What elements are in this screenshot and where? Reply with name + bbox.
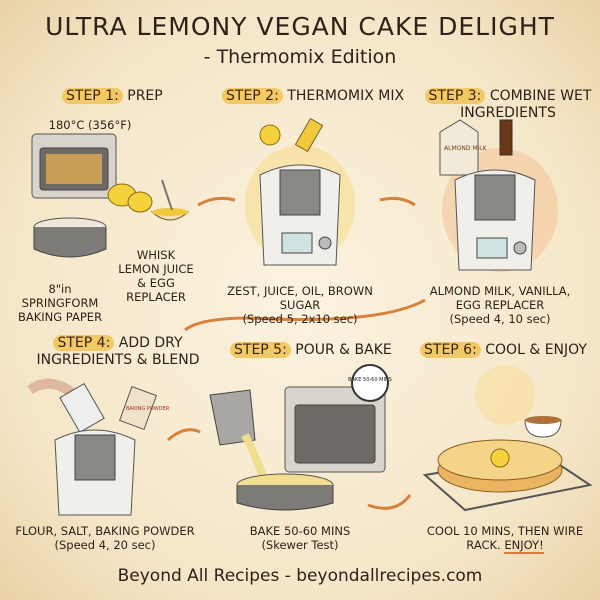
timer-label: BAKE 50-60 MINS xyxy=(348,377,392,383)
timer-icon xyxy=(351,364,389,402)
thermomix-step-3: ALMOND MILK xyxy=(439,119,558,272)
step-number: STEP 2: xyxy=(222,88,283,104)
speed-setting: (Speed 5, 2x10 sec) xyxy=(242,312,358,326)
step-3-caption: ALMOND MILK, VANILLA, EGG REPLACER(Speed… xyxy=(425,284,575,326)
step-5-caption: BAKE 50-60 MINS(Skewer Test) xyxy=(220,524,380,552)
step-6-caption: COOL 10 MINS, THEN WIRE RACK. ENJOY! xyxy=(420,524,590,554)
caption-text: BAKE 50-60 MINS xyxy=(249,524,351,538)
step-label: POUR & BAKE xyxy=(295,342,392,358)
speed-setting: (Speed 4, 10 sec) xyxy=(449,312,551,326)
teacup-icon xyxy=(524,419,562,438)
caption-text: COOL 10 MINS, THEN WIRE RACK. xyxy=(426,524,584,552)
step-label: THERMOMIX MIX xyxy=(287,88,405,104)
carton-label: ALMOND MILK xyxy=(444,145,488,152)
lemons-and-whisk-bowl xyxy=(107,179,190,221)
step-4-caption: FLOUR, SALT, BAKING POWDER(Speed 4, 20 s… xyxy=(10,524,200,552)
arrow-3-to-4 xyxy=(184,298,426,332)
step-number: STEP 3: xyxy=(424,88,486,104)
caption-text: ALMOND MILK, VANILLA, EGG REPLACER xyxy=(429,284,571,312)
footer-credit: Beyond All Recipes - beyondallrecipes.co… xyxy=(117,566,483,586)
step-number: STEP 1: xyxy=(62,88,123,104)
page-title: ULTRA LEMONY VEGAN CAKE DELIGHT xyxy=(45,12,555,41)
step-2-caption: ZEST, JUICE, OIL, BROWN SUGAR(Speed 5, 2… xyxy=(215,284,385,326)
step-1-pan-caption: 8"in SPRINGFORM BAKING PAPER xyxy=(17,282,103,324)
arrow-1-to-2 xyxy=(197,196,236,207)
step-label: COOL & ENJOY xyxy=(485,342,587,358)
page-subtitle: - Thermomix Edition xyxy=(203,46,397,68)
can-label: BAKING POWDER xyxy=(126,406,170,412)
step-number: STEP 6: xyxy=(420,342,481,358)
step-4-header: STEP 4: ADD DRY INGREDIENTS & BLEND xyxy=(28,335,208,369)
cake-on-rack-illustration xyxy=(422,365,593,512)
oven-illustration xyxy=(31,133,117,199)
step-number: STEP 5: xyxy=(230,342,291,358)
oven-temperature: 180°C (356°F) xyxy=(48,118,132,132)
speed-setting: (Skewer Test) xyxy=(261,538,339,552)
speed-setting: (Speed 4, 20 sec) xyxy=(54,538,156,552)
step-6-header: STEP 6: COOL & ENJOY xyxy=(420,342,587,359)
step-1-header: STEP 1: PREP xyxy=(62,88,163,105)
step-5-header: STEP 5: POUR & BAKE xyxy=(230,342,392,359)
caption-text: ZEST, JUICE, OIL, BROWN SUGAR xyxy=(227,284,373,312)
step-number: STEP 4: xyxy=(53,335,115,351)
step-label: ADD DRY INGREDIENTS & BLEND xyxy=(36,335,200,368)
springform-pan xyxy=(33,217,107,258)
step-label: PREP xyxy=(127,88,163,104)
caption-text: FLOUR, SALT, BAKING POWDER xyxy=(15,524,195,538)
step-3-header: STEP 3: COMBINE WET INGREDIENTS xyxy=(423,88,593,122)
step-label: COMBINE WET INGREDIENTS xyxy=(460,88,592,121)
arrow-2-to-3 xyxy=(379,196,416,207)
arrow-4-to-5 xyxy=(167,428,201,442)
thermomix-step-2 xyxy=(245,117,355,266)
step-2-header: STEP 2: THERMOMIX MIX xyxy=(222,88,404,105)
caption-emphasis: ENJOY! xyxy=(504,538,544,554)
thermomix-step-4: BAKING POWDER xyxy=(27,378,170,516)
arrow-5-to-6 xyxy=(367,494,412,510)
pour-and-bake-illustration: BAKE 50-60 MINS xyxy=(209,364,392,511)
step-1-whisk-caption: WHISK LEMON JUICE & EGG REPLACER xyxy=(118,248,194,304)
